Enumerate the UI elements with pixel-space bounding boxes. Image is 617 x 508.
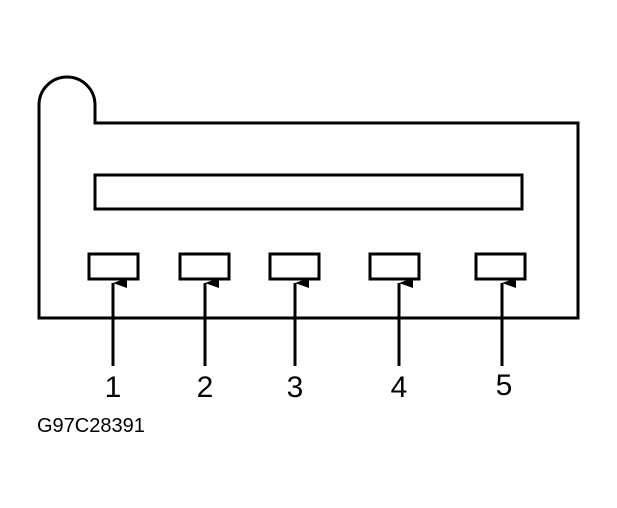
pin-label-4: 4 (391, 371, 408, 404)
terminal-cavity-5 (474, 252, 527, 281)
terminal-cavity-4 (368, 252, 421, 281)
terminal-cavity-2 (178, 252, 231, 281)
pin-label-5: 5 (496, 369, 513, 402)
terminal-cavity-1 (87, 252, 140, 281)
connector-housing-outline (37, 75, 580, 320)
figure-code: G97C28391 (37, 415, 145, 437)
pin-label-3: 3 (287, 371, 304, 404)
terminal-cavity-3 (268, 252, 321, 281)
pin-label-1: 1 (105, 371, 122, 404)
connector-slot (93, 173, 524, 211)
pin-label-2: 2 (197, 371, 214, 404)
